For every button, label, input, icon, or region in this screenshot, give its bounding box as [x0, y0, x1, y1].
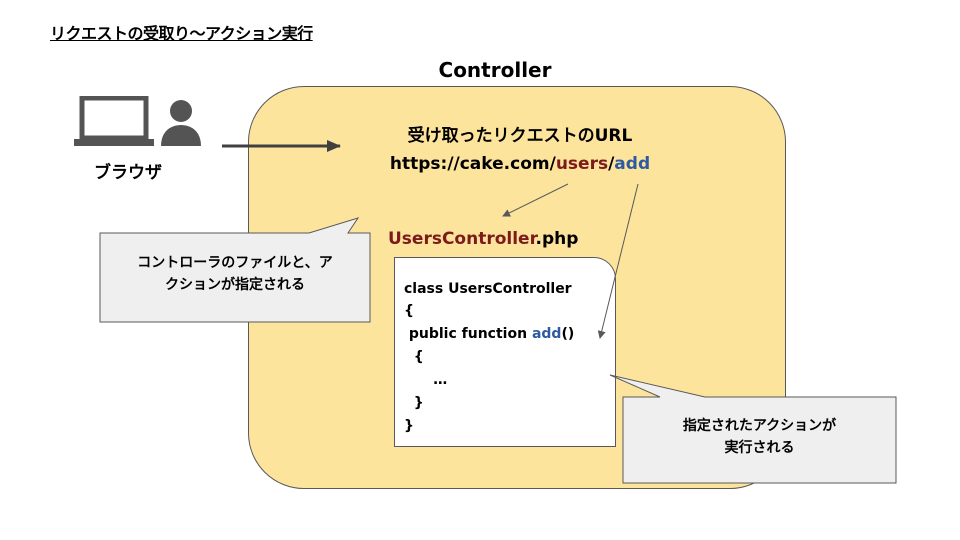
url-slash: /: [608, 154, 615, 174]
file-label: UsersController.php: [388, 229, 578, 249]
laptop-icon: [74, 96, 154, 146]
code-line-7: }: [404, 418, 414, 434]
url-add-segment: add: [614, 154, 651, 174]
code-line-2: {: [404, 303, 414, 319]
callout-right-line-1: 指定されたアクションが: [682, 418, 837, 434]
callout-left-shape: [99, 217, 371, 323]
callout-right-line-2: 実行される: [724, 440, 795, 456]
callout-right-shape: [609, 374, 897, 484]
code-box: [394, 257, 616, 447]
code-line-3-suffix: (): [561, 326, 575, 342]
code-line-3: public function add(): [404, 326, 574, 342]
browser-label: ブラウザ: [94, 163, 162, 183]
code-line-4: {: [404, 349, 424, 365]
controller-label: Controller: [438, 58, 552, 82]
callout-left-line-2: クションが指定される: [165, 277, 305, 293]
code-line-6: }: [404, 395, 424, 411]
callout-left-text: コントローラのファイルと、ア クションが指定される: [100, 252, 370, 296]
person-icon: [161, 100, 201, 146]
url-caption: 受け取ったリクエストのURL: [407, 126, 633, 146]
file-ext: .php: [535, 229, 579, 249]
url-users-segment: users: [555, 154, 609, 174]
code-line-1: class UsersController: [404, 281, 572, 297]
file-name: UsersController: [388, 229, 536, 249]
users-to-file-arrow: [502, 183, 569, 217]
add-to-method-arrow: [597, 183, 639, 339]
url-prefix: https://cake.com/: [389, 154, 556, 174]
code-line-3-prefix: public function: [404, 326, 532, 342]
url-line: https://cake.com/users/add: [340, 154, 700, 174]
code-line-5: …: [404, 372, 448, 388]
callout-left-line-1: コントローラのファイルと、ア: [137, 255, 333, 271]
code-method-name: add: [531, 326, 562, 342]
callout-right-text: 指定されたアクションが 実行される: [623, 415, 896, 459]
slide-title: リクエストの受取り〜アクション実行: [50, 24, 313, 43]
